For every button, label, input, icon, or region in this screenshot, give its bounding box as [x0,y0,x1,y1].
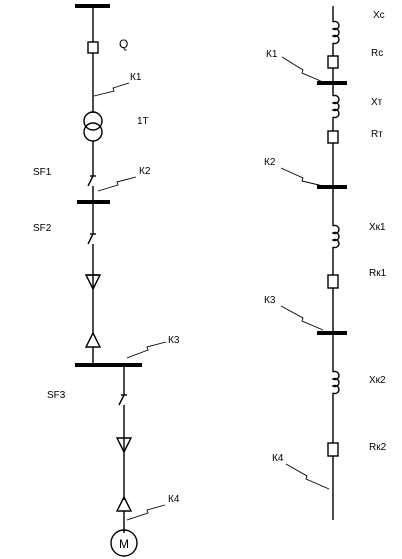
label-sf3: SF3 [47,390,66,401]
label-k2-right: К2 [264,157,276,168]
label-sf2: SF2 [33,223,52,234]
inductor-xk1-symbol [331,224,340,249]
fault-arrow-k1-right [281,56,324,83]
label-k4-right: К4 [272,453,284,464]
label-sf1: SF1 [33,167,52,178]
label-k1-left: К1 [130,72,142,83]
left-scheme: Q К1 1T SF1 К2 SF2 К3 [33,4,180,557]
fault-arrow-k2-right [280,167,324,187]
resistor-rk1-symbol [327,274,339,289]
inductor-xk2-symbol [331,370,340,395]
label-rt: Rт [371,129,383,140]
resistor-rt-symbol [327,130,339,144]
switch-sf1-blade [87,175,94,187]
fault-arrow-k1-left [93,82,130,97]
label-rc: Rc [371,48,383,59]
transformer-1t-winding-bottom [83,122,103,142]
fault-arrow-k4-left [126,504,166,521]
label-k1-right: К1 [266,49,278,60]
switch-sf2-blade [87,233,94,245]
inductor-xt-symbol [331,94,340,119]
resistor-rk2-symbol [327,442,339,457]
fault-arrow-k4-right [285,463,330,490]
breaker-q-symbol [87,41,99,54]
motor-symbol [110,529,138,557]
switch-sf3-blade [118,394,125,406]
label-xk1: Хк1 [369,222,386,233]
label-rk1: Rк1 [369,268,387,279]
label-k2-left: К2 [139,166,151,177]
fault-arrow-k3-right [280,305,324,331]
label-xk2: Хк2 [369,375,386,386]
label-k4-left: К4 [168,494,180,505]
label-xc: Хс [373,10,385,21]
cable-end-up [84,331,102,348]
fault-arrow-k3-left [126,341,167,359]
transformer-1t-winding-top [83,111,103,131]
label-xt: Хт [371,97,383,108]
label-rk2: Rк2 [369,442,387,453]
inductor-xc-symbol [331,20,340,45]
label-k3-right: К3 [264,295,276,306]
label-1t: 1T [137,116,149,127]
label-k3-left: К3 [168,335,180,346]
right-scheme: Хс Rc К1 Хт Rт К2 Хк1 Rк1 К3 [264,6,387,520]
resistor-rc-symbol [327,55,339,69]
fault-arrow-k2-left [97,176,137,192]
label-q: Q [119,37,128,51]
label-motor: M [119,537,129,551]
